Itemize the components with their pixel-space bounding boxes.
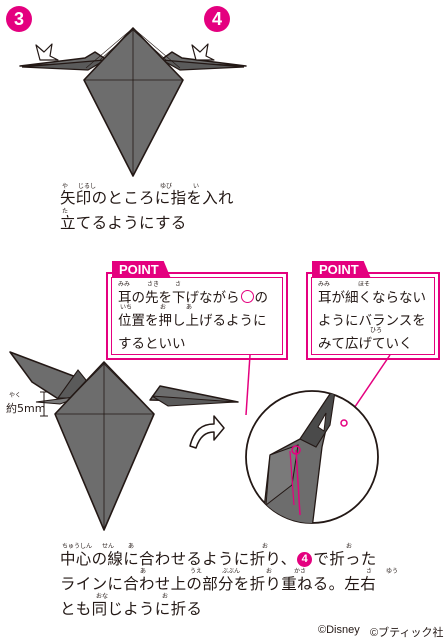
inline-step-4-badge: 4	[297, 552, 313, 567]
ruby-hiro: ひろ	[370, 327, 383, 334]
step-4-line-1b: で折った	[313, 550, 377, 568]
circle-mark-icon	[240, 290, 254, 303]
ruby-sen: せん	[102, 543, 115, 550]
point-left-line-2: 位置を押し上げるように	[118, 313, 267, 329]
ruby-ue: うえ	[190, 568, 203, 575]
ruby-ichi: いち	[120, 304, 133, 311]
ruby-bubun: ぶぶん	[222, 568, 241, 575]
credit-disney: ©Disney	[318, 624, 360, 636]
ruby-ona: おな	[96, 593, 109, 600]
ruby-yaku: やく	[9, 392, 22, 399]
insert-arrow-icon-right	[191, 43, 215, 61]
ruby-a-1: あ	[128, 543, 135, 550]
ruby-sa-2: さ	[366, 568, 373, 575]
detail-magnifier	[245, 355, 391, 524]
ruby-i: い	[193, 183, 200, 190]
point-left-text: 耳の先を下げながらの 位置を押し上げるように するといい	[118, 287, 268, 356]
ruby-sa: さ	[175, 281, 182, 288]
step-4-badge: 4	[204, 6, 230, 32]
point-right-text: 耳が細くならない ようにバランスを みて広げていく	[318, 287, 426, 356]
point-label-right: POINT	[312, 261, 371, 278]
ruby-ya: や	[62, 183, 69, 190]
point-left-line-1a: 耳の先を下げながら	[118, 290, 240, 306]
step-4-line-3: とも同じように折る	[60, 600, 203, 618]
point-right-line-1: 耳が細くならない	[318, 290, 426, 306]
ruby-yubi: ゆび	[160, 183, 173, 190]
step-4-line-1a: 中心の線に合わせるように折り、	[60, 550, 297, 568]
ruby-yuu: ゆう	[386, 568, 399, 575]
ruby-o-2: お	[346, 543, 353, 550]
ruby-chuushin: ちゅうしん	[62, 543, 93, 550]
measure-label: 約5mm	[6, 402, 46, 415]
step-3-instruction: 矢印のところに指を入れ 立てるようにする	[60, 186, 234, 236]
point-left-line-3: するといい	[118, 336, 186, 352]
ruby-o-3: お	[266, 568, 273, 575]
step-4-origami-illustration	[9, 351, 239, 531]
point-box-left: POINT 耳の先を下げながらの 位置を押し上げるように するといい	[106, 261, 288, 360]
ruby-a: あ	[186, 304, 193, 311]
step-4-line-2: ラインに合わせ上の部分を折り重ねる。左右	[60, 575, 377, 593]
ruby-mimi-right: みみ	[318, 281, 331, 288]
ruby-hoso: ほそ	[358, 281, 371, 288]
point-box-right: POINT 耳が細くならない ようにバランスを みて広げていく	[306, 261, 440, 360]
step-3-line-1: 矢印のところに指を入れ	[60, 189, 234, 207]
point-right-line-3: みて広げていく	[318, 336, 413, 352]
insert-arrow-icon-left	[35, 43, 59, 61]
credit-publisher: ©ブティック社	[370, 627, 444, 639]
ruby-mimi-left: みみ	[118, 281, 131, 288]
ruby-jirushi: じるし	[78, 183, 97, 190]
ruby-a-2: あ	[140, 568, 147, 575]
step-3-line-2: 立てるようにする	[60, 214, 187, 232]
ruby-ta: た	[62, 208, 69, 215]
point-label-left: POINT	[112, 261, 171, 278]
ruby-saki: さき	[147, 281, 160, 288]
ruby-o-1: お	[262, 543, 269, 550]
ruby-kasa: かさ	[294, 568, 307, 575]
point-left-line-1b: の	[254, 290, 269, 306]
curved-arrow-icon	[189, 415, 225, 449]
ruby-o-4: お	[162, 593, 169, 600]
step-3-badge: 3	[6, 6, 32, 32]
point-right-line-2: ようにバランスを	[318, 313, 426, 329]
ruby-o: お	[160, 304, 167, 311]
step-3-origami-illustration	[19, 27, 247, 177]
